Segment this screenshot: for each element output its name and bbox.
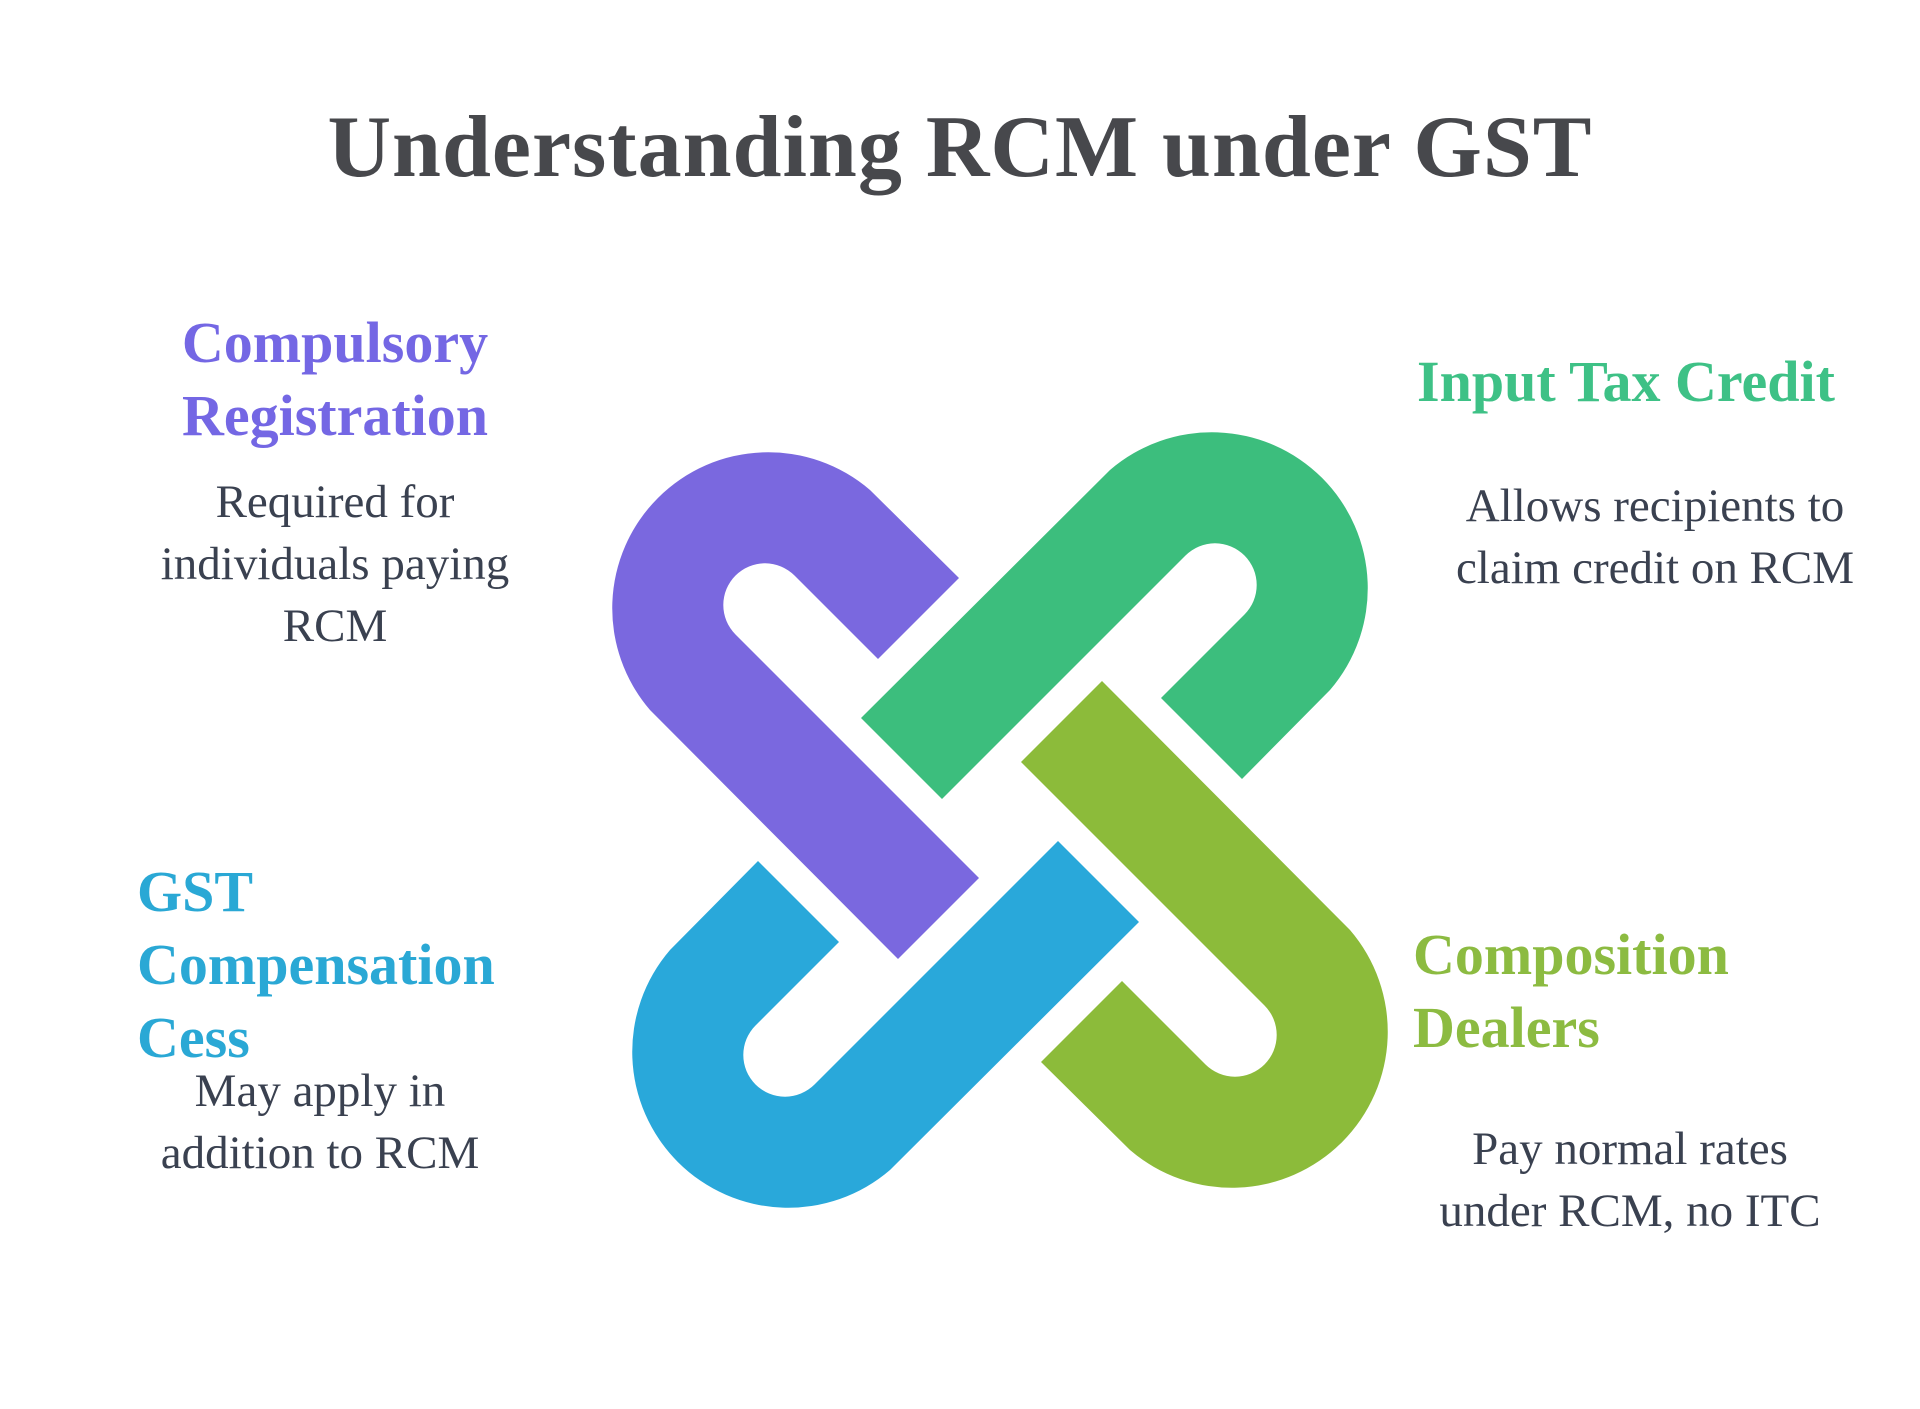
section-heading-composition-dealers: Composition Dealers bbox=[1413, 918, 1843, 1064]
heading-line: Input Tax Credit bbox=[1417, 349, 1835, 414]
heading-line: Compulsory bbox=[181, 310, 489, 375]
body-line: Pay normal rates bbox=[1472, 1123, 1788, 1175]
heading-line: Cess bbox=[137, 1005, 250, 1070]
heading-line: Compensation bbox=[137, 932, 495, 997]
section-body-composition-dealers: Pay normal rates under RCM, no ITC bbox=[1400, 1118, 1860, 1242]
body-line: Required for bbox=[215, 476, 455, 528]
body-line: claim credit on RCM bbox=[1455, 542, 1855, 594]
body-line: addition to RCM bbox=[160, 1127, 480, 1179]
section-body-compulsory-registration: Required for individuals paying RCM bbox=[95, 471, 575, 657]
heading-line: Registration bbox=[181, 383, 489, 448]
body-line: RCM bbox=[282, 600, 388, 652]
body-line: individuals paying bbox=[160, 538, 510, 590]
body-line: under RCM, no ITC bbox=[1439, 1185, 1821, 1237]
heading-line: Dealers bbox=[1413, 995, 1600, 1060]
body-line: Allows recipients to bbox=[1465, 480, 1845, 532]
heading-line: Composition bbox=[1413, 922, 1729, 987]
page-title: Understanding RCM under GST bbox=[327, 99, 1593, 196]
section-heading-input-tax-credit: Input Tax Credit bbox=[1417, 345, 1917, 418]
heading-line: GST bbox=[137, 859, 254, 924]
interlocked-knot-icon bbox=[612, 432, 1388, 1208]
section-heading-gst-compensation-cess: GST Compensation Cess bbox=[137, 855, 557, 1074]
section-heading-compulsory-registration: Compulsory Registration bbox=[120, 306, 550, 452]
section-body-input-tax-credit: Allows recipients to claim credit on RCM bbox=[1420, 475, 1890, 599]
body-line: May apply in bbox=[194, 1065, 446, 1117]
section-body-gst-compensation-cess: May apply in addition to RCM bbox=[100, 1060, 540, 1184]
